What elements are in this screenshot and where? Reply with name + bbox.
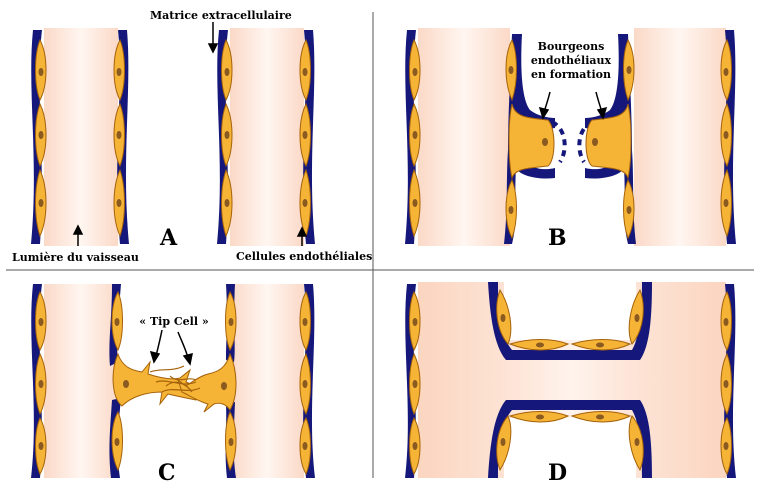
label-extracellular-matrix: Matrice extracellulaire bbox=[150, 9, 292, 22]
panel-label-b: B bbox=[548, 225, 567, 251]
label-arrows bbox=[151, 330, 192, 364]
vessel-lumen-a1 bbox=[44, 28, 118, 246]
vessel-lumen-b1 bbox=[418, 28, 510, 246]
panel-c: « Tip Cell » C bbox=[31, 284, 315, 483]
vessel-lumen-c2 bbox=[230, 284, 304, 478]
label-arrows bbox=[540, 92, 606, 118]
label-buds-line1: Bourgeons bbox=[538, 40, 605, 53]
panel-d: D bbox=[405, 282, 736, 483]
panel-a: Matrice extracellulaire Lumière du vaiss… bbox=[12, 9, 372, 264]
label-buds-line2: endothéliaux bbox=[531, 54, 612, 67]
panel-label-d: D bbox=[548, 460, 567, 483]
label-vessel-lumen: Lumière du vaisseau bbox=[12, 251, 139, 264]
vessel-lumen-d bbox=[418, 282, 726, 478]
panel-label-c: C bbox=[158, 460, 176, 483]
label-tip-cell: « Tip Cell » bbox=[139, 315, 209, 328]
vessel-lumen-b2 bbox=[634, 28, 726, 246]
vessel-lumen-a2 bbox=[230, 28, 304, 246]
label-endothelial-cells: Cellules endothéliales bbox=[236, 250, 372, 263]
label-buds-line3: en formation bbox=[531, 68, 611, 81]
vessel-lumen-c1 bbox=[44, 284, 118, 478]
panel-b: Bourgeons endothéliaux en formation B bbox=[405, 28, 736, 251]
panel-label-a: A bbox=[159, 225, 178, 251]
